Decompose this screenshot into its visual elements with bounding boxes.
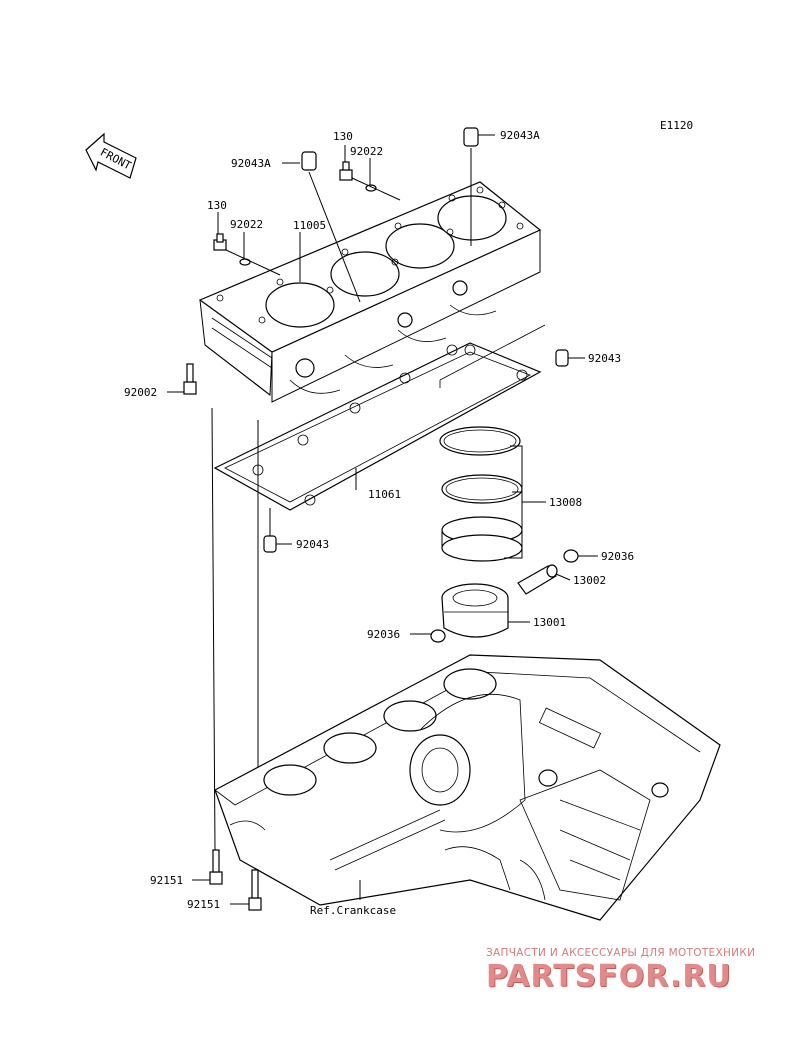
clip-92036-left [430, 629, 446, 643]
label-92036-right: 92036 [601, 550, 634, 563]
bolt-92151-a [209, 849, 223, 885]
piston-ring-top [439, 426, 521, 456]
label-13008: 13008 [549, 496, 582, 509]
diagram-code: E1120 [660, 119, 693, 132]
dowel-92043-low [263, 535, 277, 553]
label-11061: 11061 [368, 488, 401, 501]
dowel-92043-right [555, 349, 569, 367]
base-gasket [213, 342, 542, 511]
label-92036-left: 92036 [367, 628, 400, 641]
watermark-logo: PARTSFOR.RU [486, 959, 732, 994]
piston-ring-second [441, 474, 523, 504]
piston [441, 583, 509, 638]
label-92043-low: 92043 [296, 538, 329, 551]
label-13001: 13001 [533, 616, 566, 629]
label-11005: 11005 [293, 219, 326, 232]
label-92151-b: 92151 [187, 898, 220, 911]
oil-ring [441, 516, 523, 562]
clip-92036-right [563, 549, 579, 563]
label-92043a-right: 92043A [500, 129, 540, 142]
label-92022-top: 92022 [350, 145, 383, 158]
watermark-tagline: ЗАПЧАСТИ И АКСЕССУАРЫ ДЛЯ МОТОТЕХНИКИ [486, 947, 756, 959]
label-92022-left: 92022 [230, 218, 263, 231]
bolt-92002 [183, 363, 197, 395]
cylinder-block [198, 181, 542, 403]
label-92043-right: 92043 [588, 352, 621, 365]
piston-pin [517, 564, 558, 595]
dowel-92043a-right [463, 127, 479, 147]
crankcase [214, 654, 721, 921]
label-130-left: 130 [207, 199, 227, 212]
front-arrow-icon: FRONT [85, 132, 137, 179]
cylinder-bore-2 [330, 251, 400, 297]
bolt-92151-b [248, 869, 262, 911]
bolt-130-top [339, 161, 401, 201]
label-92151-a: 92151 [150, 874, 183, 887]
label-92002: 92002 [124, 386, 157, 399]
label-92043a-left: 92043A [231, 157, 271, 170]
label-130-top: 130 [333, 130, 353, 143]
dowel-92043a-left [301, 151, 317, 171]
label-ref-crankcase: Ref.Crankcase [310, 904, 396, 917]
label-13002: 13002 [573, 574, 606, 587]
cylinder-bore-4 [437, 195, 507, 241]
cylinder-bore-3 [385, 223, 455, 269]
watermark: ЗАПЧАСТИ И АКСЕССУАРЫ ДЛЯ МОТОТЕХНИКИ PA… [486, 947, 786, 994]
bolt-130-left [213, 233, 281, 276]
cylinder-bore-1 [265, 282, 335, 328]
